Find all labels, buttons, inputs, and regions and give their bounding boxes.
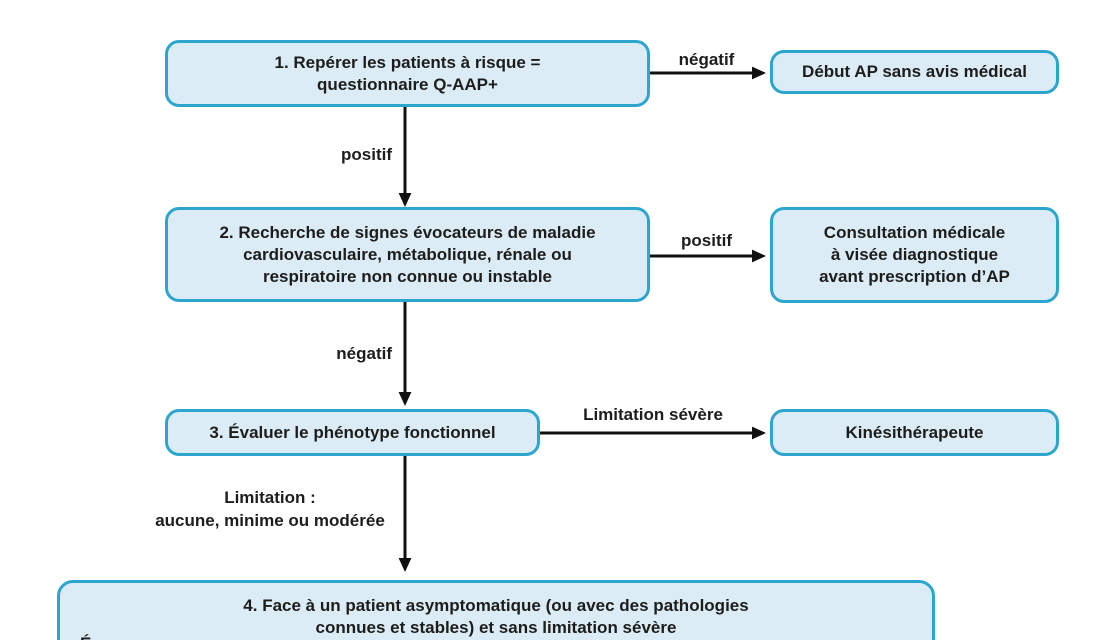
- arrow-step3-to-step4-head: [398, 558, 412, 572]
- edge-label-step3-limitation-mild: Limitation : aucune, minime ou modérée: [155, 488, 385, 530]
- node-step1: 1. Repérer les patients à risque = quest…: [165, 40, 650, 107]
- edge-label-step3-limitation-severe: Limitation sévère: [583, 405, 723, 424]
- node-outcome3: Kinésithérapeute: [770, 409, 1059, 456]
- node-step4-truncated-line-fragment: É: [80, 634, 91, 640]
- arrow-step3-to-outcome3-head: [752, 426, 766, 440]
- arrow-step1-to-step2-head: [398, 193, 412, 207]
- edge-label-step1-positif: positif: [341, 145, 392, 164]
- edge-label-step1-negatif: négatif: [678, 50, 735, 69]
- node-outcome2: Consultation médicale à visée diagnostiq…: [770, 207, 1059, 303]
- node-outcome1: Début AP sans avis médical: [770, 50, 1059, 94]
- edge-label-step2-negatif: négatif: [336, 344, 392, 363]
- node-step4: 4. Face à un patient asymptomatique (ou …: [57, 580, 935, 640]
- edge-label-step2-positif: positif: [681, 231, 732, 250]
- node-step3: 3. Évaluer le phénotype fonctionnel: [165, 409, 540, 456]
- node-step2: 2. Recherche de signes évocateurs de mal…: [165, 207, 650, 302]
- arrow-step2-to-step3-head: [398, 392, 412, 406]
